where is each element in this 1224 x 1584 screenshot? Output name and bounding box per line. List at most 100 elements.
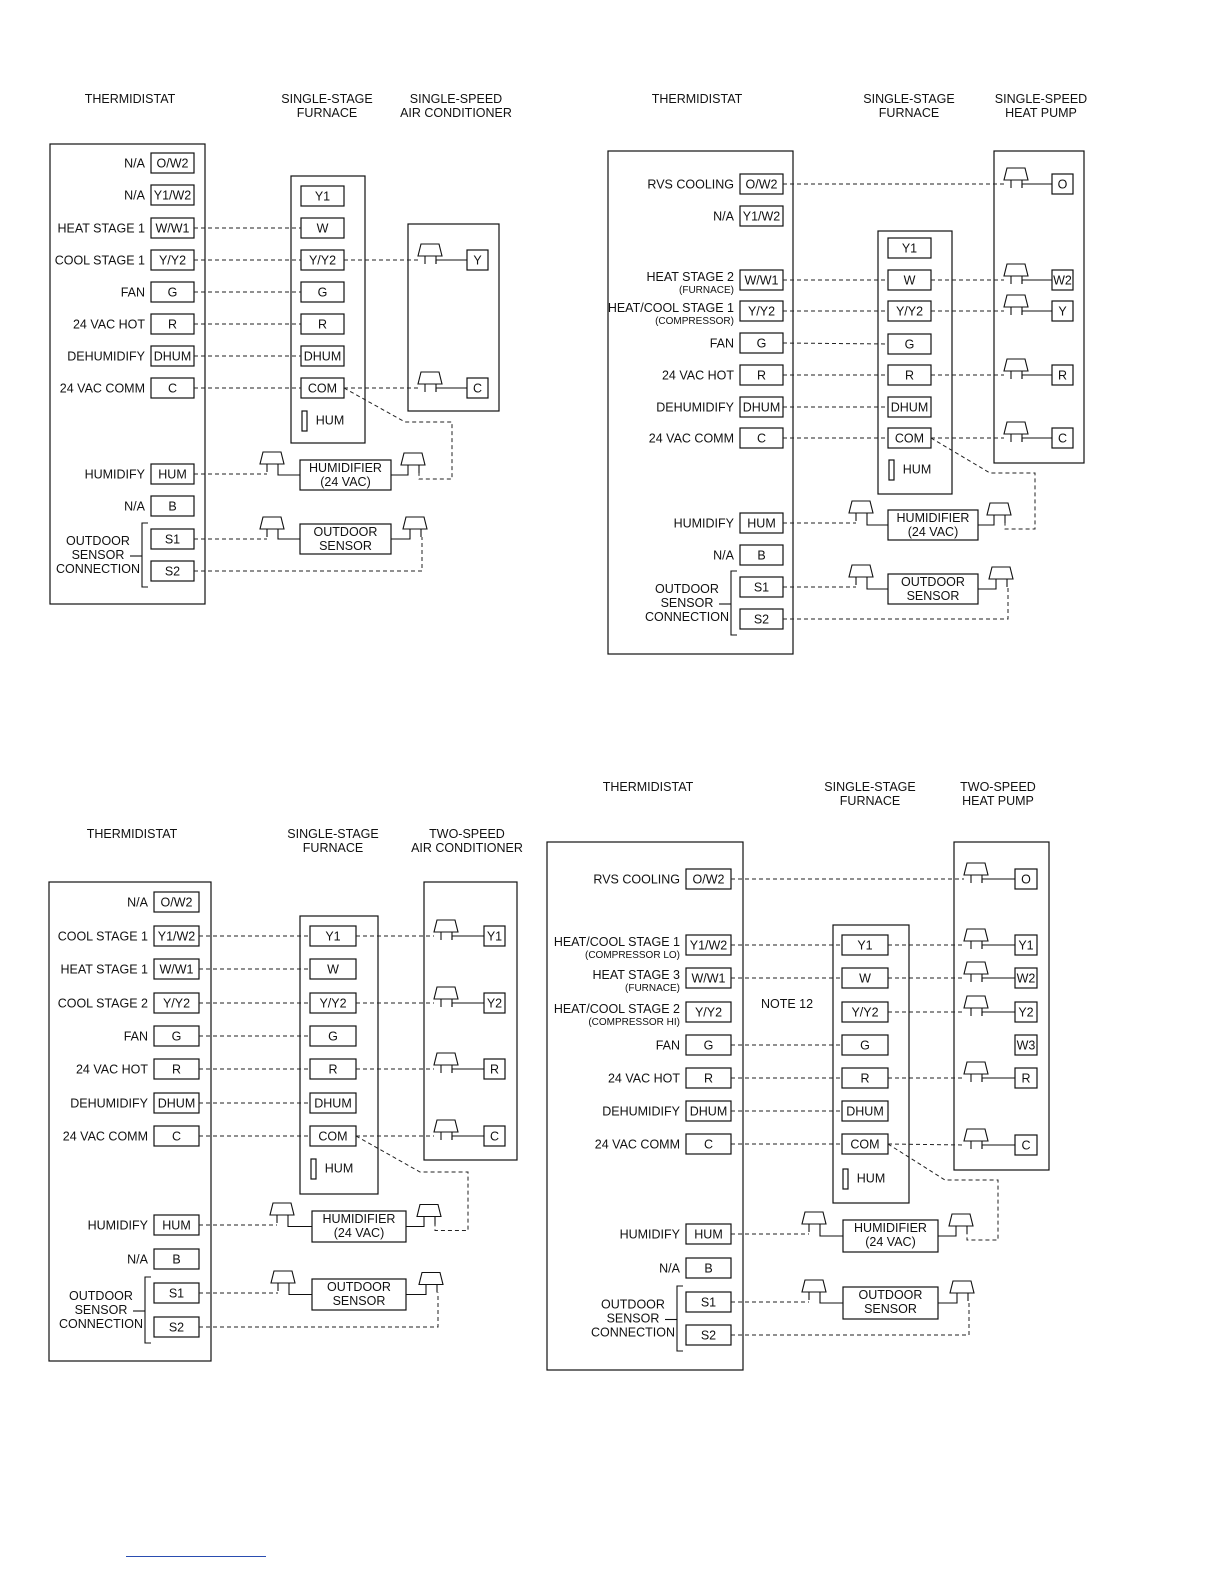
thermostat-terminal-c-label: C (704, 1138, 713, 1152)
humidifier-connector-icon (416, 1203, 442, 1225)
furnace-hum-label: HUM (316, 414, 344, 428)
thermostat-terminal-hum-label: HUM (747, 517, 775, 531)
sensor-connection-label: CONNECTION (591, 1326, 675, 1340)
furnace-terminal-w: W (309, 958, 357, 980)
outdoor-terminal-y1-label: Y1 (1018, 939, 1033, 953)
terminal-description: HEAT STAGE 3 (592, 968, 680, 982)
thermostat-terminal-s2-label: S2 (169, 1321, 184, 1335)
thermostat-terminal-g: G (739, 332, 784, 354)
terminal-description: 24 VAC COMM (60, 382, 145, 396)
outdoor-terminal-y1: Y1 (483, 925, 506, 947)
outdoor-terminal-y-label: Y (1058, 305, 1067, 319)
outdoor-connector-icon (963, 1061, 989, 1082)
furnace-terminal-y1-label: Y1 (325, 930, 340, 944)
furnace-hum-label: HUM (325, 1162, 353, 1176)
thermostat-terminal-g-label: G (172, 1030, 182, 1044)
note-label: NOTE 12 (761, 997, 813, 1011)
sensor-connection-label: OUTDOOR (655, 582, 719, 596)
furnace-terminal-g-label: G (318, 286, 328, 300)
furnace-terminal-y1: Y1 (300, 185, 345, 207)
outdoor-terminal-w2-label: W2 (1053, 274, 1072, 288)
com-to-humidifier-wire (343, 387, 453, 480)
furnace-terminal-w: W (300, 217, 345, 239)
outdoor-header: HEAT PUMP (962, 794, 1034, 808)
connector-lead (1021, 374, 1052, 379)
connector-lead (406, 1292, 427, 1296)
furnace-header: SINGLE-STAGE (281, 92, 372, 106)
thermostat-terminal-y1-w2-label: Y1/W2 (158, 930, 196, 944)
outdoor-unit-panel (407, 223, 500, 412)
furnace-terminal-g: G (300, 281, 345, 303)
furnace-terminal-r: R (841, 1067, 889, 1089)
thermostat-terminal-dhum: DHUM (685, 1100, 732, 1122)
furnace-terminal-r-label: R (328, 1063, 337, 1077)
humidifier-box: HUMIDIFIER(24 VAC) (842, 1219, 939, 1253)
outdoor-terminal-c: C (466, 377, 489, 399)
outdoor-terminal-o: O (1051, 173, 1074, 195)
terminal-sub-description: (COMPRESSOR HI) (588, 1017, 680, 1028)
thermostat-terminal-dhum: DHUM (739, 396, 784, 418)
terminal-description: HEAT STAGE 2 (646, 270, 734, 284)
sensor-bracket (676, 1285, 683, 1352)
humidifier-voltage-label: (24 VAC) (908, 525, 958, 539)
outdoor-connector-icon (417, 243, 443, 264)
outdoor-header: SINGLE-SPEED (410, 92, 502, 106)
terminal-description: N/A (124, 500, 146, 514)
thermostat-terminal-o-w2-label: O/W2 (161, 896, 193, 910)
thermostat-panel (49, 143, 206, 605)
thermostat-terminal-o-w2: O/W2 (685, 868, 732, 890)
outdoor-terminal-y: Y (466, 249, 489, 271)
connector-lead (981, 1011, 1015, 1016)
thermostat-terminal-y-y2-label: Y/Y2 (748, 305, 775, 319)
humidifier-connector-icon (801, 1211, 827, 1232)
thermostat-terminal-y-y2: Y/Y2 (150, 249, 195, 271)
humidifier-connector-icon (259, 451, 285, 472)
furnace-terminal-r: R (300, 313, 345, 335)
furnace-terminal-com-label: COM (308, 382, 337, 396)
thermostat-terminal-y-y2: Y/Y2 (685, 1001, 732, 1023)
connector-lead (866, 521, 888, 526)
furnace-terminal-dhum-label: DHUM (304, 350, 342, 364)
outdoor-connector-icon (963, 928, 989, 949)
connector-lead (391, 473, 409, 476)
terminal-description: N/A (127, 1253, 149, 1267)
thermostat-terminal-c: C (685, 1133, 732, 1155)
thermostat-terminal-hum: HUM (153, 1214, 200, 1236)
thermostat-terminal-s2-label: S2 (701, 1329, 716, 1343)
outdoor-terminal-r: R (1014, 1067, 1038, 1089)
connector-lead (288, 1291, 312, 1296)
terminal-description: DEHUMIDIFY (70, 1097, 148, 1111)
furnace-terminal-r-label: R (860, 1072, 869, 1086)
thermostat-terminal-y1-w2: Y1/W2 (739, 205, 784, 227)
terminal-description: HEAT/COOL STAGE 2 (554, 1002, 680, 1016)
thermostat-terminal-b: B (150, 495, 195, 517)
furnace-terminal-g-label: G (328, 1030, 338, 1044)
thermostat-terminal-g-label: G (757, 337, 767, 351)
terminal-description: 24 VAC COMM (649, 432, 734, 446)
outdoor-sensor-label: OUTDOOR (859, 1288, 923, 1302)
outdoor-header: SINGLE-SPEED (995, 92, 1087, 106)
connector-lead (1021, 279, 1052, 284)
humidifier-voltage-label: (24 VAC) (865, 1235, 915, 1249)
com-to-humidifier-wire (887, 1143, 999, 1241)
connector-lead (451, 1135, 484, 1140)
outdoor-sensor-label: OUTDOOR (901, 575, 965, 589)
humidifier-voltage-label: (24 VAC) (320, 475, 370, 489)
furnace-terminal-w-label: W (904, 274, 916, 288)
terminal-description: HEAT/COOL STAGE 1 (608, 301, 734, 315)
thermostat-terminal-w-w1: W/W1 (150, 217, 195, 239)
thermostat-terminal-w-w1-label: W/W1 (159, 963, 193, 977)
outdoor-connector-icon (433, 1119, 459, 1140)
outdoor-sensor-label: OUTDOOR (314, 525, 378, 539)
outdoor-connector-icon (963, 862, 989, 883)
furnace-terminal-y1: Y1 (309, 925, 357, 947)
outdoor-terminal-r-label: R (1021, 1072, 1030, 1086)
outdoor-connector-icon (433, 919, 459, 940)
outdoor-terminal-c: C (1014, 1134, 1038, 1156)
thermostat-terminal-y1-w2: Y1/W2 (685, 934, 732, 956)
terminal-description: 24 VAC COMM (595, 1138, 680, 1152)
furnace-panel (299, 915, 379, 1195)
thermostat-terminal-hum-label: HUM (158, 468, 186, 482)
connector-lead (938, 1234, 957, 1237)
